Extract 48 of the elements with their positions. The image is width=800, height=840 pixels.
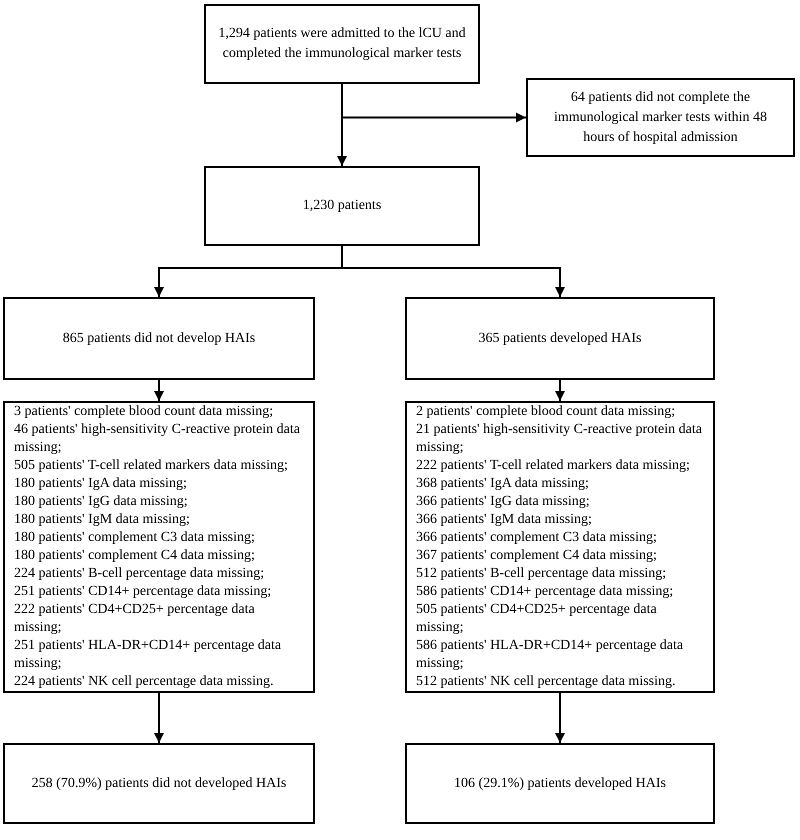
list-item-text: 251 patients' CD14+ percentage data missing; (14, 583, 272, 601)
list-item-text: 3 patients' complete blood count data missing; (14, 403, 274, 421)
process-box (405, 743, 715, 824)
box-text: 106 (29.1%) patients developed HAIs (454, 774, 666, 792)
list-item-text: 21 patients' high-sensitivity C-reactive protein data missing; (416, 421, 703, 457)
list-item-text: 366 patients' complement C3 data missing; (416, 529, 657, 547)
list-item-text: 251 patients' HLA-DR+CD14+ percentage data missing; (14, 637, 282, 673)
list-item-text: 366 patients' IgM data missing; (416, 511, 592, 529)
list-box (405, 401, 715, 693)
list-item-text: 586 patients' HLA-DR+CD14+ percentage data missing; (416, 637, 684, 673)
list-item-text: 224 patients' B-cell percentage data missing; (14, 565, 264, 583)
arrow (555, 693, 565, 743)
arrow (154, 693, 164, 743)
list-item-text: 180 patients' complement C3 data missing; (14, 529, 255, 547)
list-item-text: 505 patients' T-cell related markers data missing; (14, 457, 288, 475)
list-item-text: 367 patients' complement C4 data missing; (416, 547, 657, 565)
box-text: 365 patients developed HAIs (478, 330, 642, 348)
list-item-text: 512 patients' B-cell percentage data missing; (416, 565, 666, 583)
box-text: 258 (70.9%) patients did not developed HAIs (32, 774, 286, 792)
process-box (204, 4, 480, 84)
list-item-text: 368 patients' IgA data missing; (416, 475, 589, 493)
process-box (3, 297, 315, 380)
list-item-text: 180 patients' IgM data missing; (14, 511, 190, 529)
arrow (341, 246, 565, 297)
list-item-text: 505 patients' CD4+CD25+ percentage data missing; (416, 601, 658, 637)
arrow (555, 380, 565, 401)
process-box (3, 743, 315, 824)
process-box (526, 78, 795, 157)
list-item-text: 366 patients' IgG data missing; (416, 493, 590, 511)
list-item-text: 46 patients' high-sensitivity C-reactive protein data missing; (14, 421, 301, 457)
box-text: 1,230 patients (302, 197, 382, 215)
list-item-text: 180 patients' IgG data missing; (14, 493, 188, 511)
list-item-text: 222 patients' T-cell related markers data missing; (416, 457, 690, 475)
list-item-text: 586 patients' CD14+ percentage data missing; (416, 583, 674, 601)
arrow (154, 380, 164, 401)
box-text: 64 patients did not complete the immunological marker tests within 48 hours of hospital admission (552, 88, 768, 146)
process-box (204, 166, 480, 246)
box-text: 865 patients did not develop HAIs (62, 330, 256, 348)
arrow (341, 84, 526, 122)
list-box (3, 401, 315, 693)
box-text: 1,294 patients were admitted to the lCU and completed the immunological marker tests (217, 25, 467, 63)
list-item-text: 224 patients' NK cell percentage data missing. (14, 673, 274, 691)
list-item-text: 180 patients' IgA data missing; (14, 475, 187, 493)
list-item-text: 2 patients' complete blood count data missing; (416, 403, 676, 421)
list-item-text: 512 patients' NK cell percentage data missing. (416, 673, 676, 691)
list-item-text: 222 patients' CD4+CD25+ percentage data missing; (14, 601, 256, 637)
list-item-text: 180 patients' complement C4 data missing; (14, 547, 255, 565)
process-box (405, 297, 715, 380)
